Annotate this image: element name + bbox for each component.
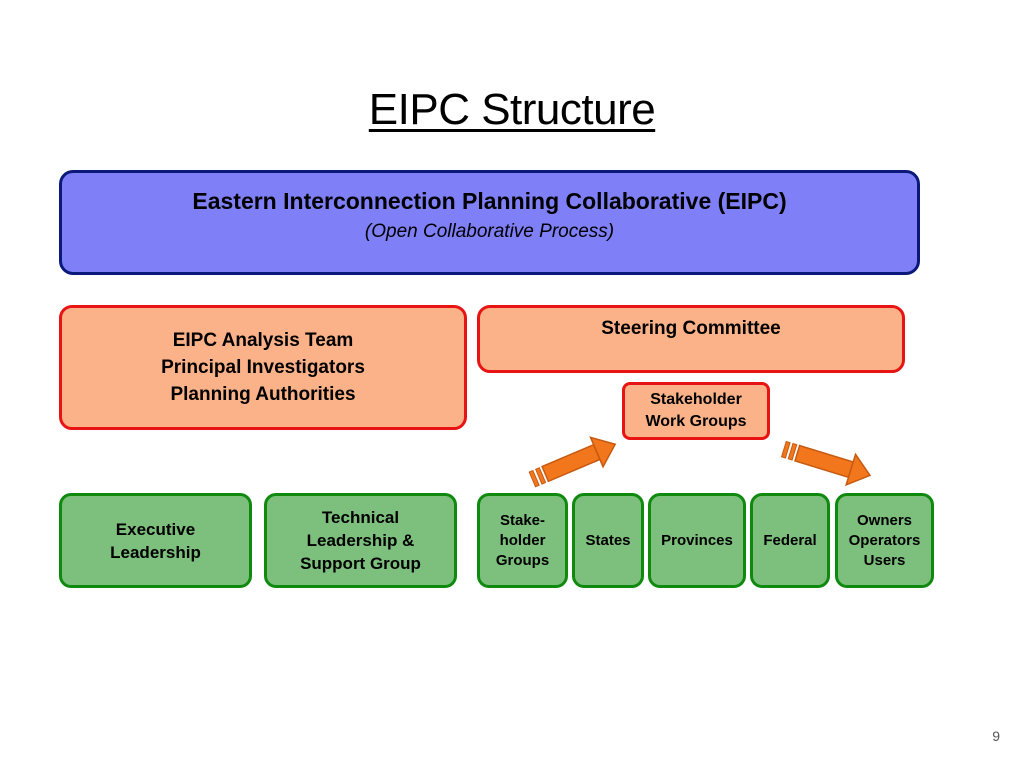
- stakeholder-groups-line-2: holder: [499, 531, 546, 549]
- steering-committee-label: Steering Committee: [601, 318, 781, 339]
- right-arrow: [780, 440, 872, 487]
- states-label: States: [585, 532, 631, 549]
- page-number: 9: [992, 728, 1000, 744]
- states-box: States: [572, 493, 644, 588]
- owners-operators-users-box: Owners Operators Users: [835, 493, 934, 588]
- eipc-box: Eastern Interconnection Planning Collabo…: [59, 170, 920, 275]
- stakeholder-groups-line-1: Stake-: [499, 511, 546, 529]
- technical-line-2: Leadership &: [306, 531, 415, 550]
- slide-title: EIPC Structure: [0, 78, 1024, 142]
- federal-box: Federal: [750, 493, 830, 588]
- stakeholder-groups-line-3: Groups: [495, 551, 550, 569]
- federal-label: Federal: [763, 532, 817, 549]
- stakeholder-work-groups-box: Stakeholder Work Groups: [622, 382, 770, 440]
- executive-line-1: Executive: [115, 519, 196, 539]
- eipc-subtitle: (Open Collaborative Process): [364, 221, 615, 242]
- executive-leadership-box: Executive Leadership: [59, 493, 252, 588]
- principal-investigators-line: Principal Investigators: [161, 357, 365, 378]
- analysis-team-box: EIPC Analysis Team Principal Investigato…: [59, 305, 467, 430]
- operators-line: Operators: [848, 531, 921, 549]
- technical-line-1: Technical: [321, 508, 400, 527]
- planning-authorities-line: Planning Authorities: [170, 384, 356, 405]
- technical-line-3: Support Group: [300, 554, 421, 573]
- owners-line: Owners: [856, 511, 913, 529]
- technical-leadership-box: Technical Leadership & Support Group: [264, 493, 457, 588]
- left-arrow: [528, 436, 617, 488]
- provinces-box: Provinces: [648, 493, 746, 588]
- stakeholder-wg-line-2: Work Groups: [645, 413, 747, 430]
- slide-title-text: EIPC Structure: [368, 85, 656, 134]
- analysis-team-line: EIPC Analysis Team: [172, 330, 354, 351]
- provinces-label: Provinces: [661, 532, 733, 549]
- executive-line-2: Leadership: [110, 542, 201, 562]
- stakeholder-groups-box: Stake- holder Groups: [477, 493, 568, 588]
- stakeholder-wg-line-1: Stakeholder: [650, 391, 742, 408]
- eipc-name: Eastern Interconnection Planning Collabo…: [192, 188, 787, 214]
- steering-committee-box: Steering Committee: [477, 305, 905, 373]
- users-line: Users: [863, 551, 906, 569]
